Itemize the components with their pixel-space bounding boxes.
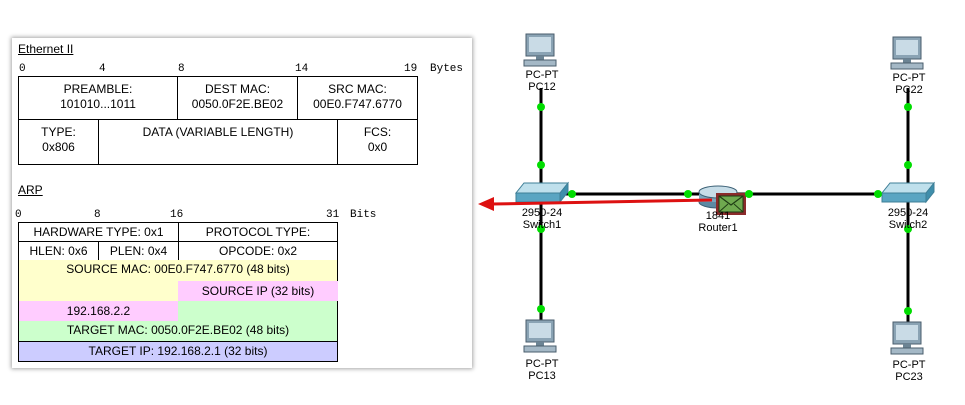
- pc13-label: PC-PT PC13: [517, 358, 567, 382]
- link-up-dot: [684, 190, 692, 198]
- data-field: DATA (VARIABLE LENGTH): [98, 119, 338, 165]
- link-up-dot: [568, 190, 576, 198]
- device-name: PC23: [895, 371, 923, 383]
- arp-tick-0: 0: [15, 209, 22, 221]
- link-up-dot: [904, 161, 912, 169]
- pc23-label: PC-PT PC23: [884, 359, 934, 383]
- ethernet-tick-8: 8: [178, 63, 185, 75]
- device-type: 1841: [705, 210, 731, 222]
- source-mac-field-continued: [18, 281, 178, 301]
- ethernet-tick-14: 14: [295, 63, 309, 75]
- device-type: PC-PT: [525, 358, 559, 370]
- pc-icon[interactable]: [890, 321, 924, 355]
- pc22-label: PC-PT PC22: [884, 72, 934, 96]
- device-type: PC-PT: [525, 69, 559, 81]
- plen-field: PLEN: 0x4: [98, 241, 179, 261]
- ethernet-unit: Bytes: [430, 63, 464, 75]
- switch-icon[interactable]: [880, 181, 936, 204]
- link-up-dot: [904, 225, 912, 233]
- pdu-details-panel: Ethernet II 0 4 8 14 19 Bytes PREAMBLE: …: [12, 38, 472, 368]
- device-name: PC13: [528, 370, 556, 382]
- source-ip-value: 192.168.2.2: [18, 301, 178, 321]
- device-type: PC-PT: [892, 72, 926, 84]
- device-name: Switch2: [888, 219, 928, 231]
- pc12-label: PC-PT PC12: [517, 69, 567, 93]
- hardware-type-field: HARDWARE TYPE: 0x1: [18, 222, 179, 242]
- switch-icon[interactable]: [514, 181, 570, 204]
- pdu-envelope-icon[interactable]: [716, 193, 746, 215]
- arp-tick-31: 31: [326, 209, 340, 221]
- device-type: PC-PT: [892, 359, 926, 371]
- link-up-dot: [537, 305, 545, 313]
- link-up-dot: [745, 190, 753, 198]
- arp-tick-16: 16: [170, 209, 184, 221]
- type-field: TYPE: 0x806: [18, 119, 99, 165]
- link-up-dot: [537, 161, 545, 169]
- source-ip-field: SOURCE IP (32 bits): [178, 281, 338, 301]
- source-mac-field: SOURCE MAC: 00E0.F747.6770 (48 bits): [18, 260, 338, 281]
- router1-label: 1841 Router1: [692, 210, 744, 234]
- fcs-field: FCS: 0x0: [337, 119, 418, 165]
- switch1-label: 2950-24 Switch1: [512, 207, 572, 231]
- arp-title: ARP: [18, 183, 43, 197]
- arp-unit: Bits: [350, 209, 377, 221]
- ethernet-tick-19: 19: [404, 63, 418, 75]
- hlen-field: HLEN: 0x6: [18, 241, 99, 261]
- device-name: Switch1: [522, 219, 562, 231]
- opcode-field: OPCODE: 0x2: [178, 241, 338, 261]
- link-up-dot: [537, 225, 545, 233]
- link-up-dot: [904, 103, 912, 111]
- link-up-dot: [537, 103, 545, 111]
- src-mac-field: SRC MAC: 00E0.F747.6770: [297, 76, 418, 120]
- device-name: PC12: [528, 81, 556, 93]
- device-name: PC22: [895, 84, 923, 96]
- pc-icon[interactable]: [890, 36, 924, 70]
- target-mac-field: TARGET MAC: 0050.0F2E.BE02 (48 bits): [18, 321, 338, 342]
- device-type: 2950-24: [521, 207, 563, 219]
- link-up-dot: [904, 307, 912, 315]
- device-type: 2950-24: [887, 207, 929, 219]
- dest-mac-field: DEST MAC: 0050.0F2E.BE02: [177, 76, 298, 120]
- ethernet-tick-4: 4: [99, 63, 106, 75]
- ethernet-tick-0: 0: [19, 63, 26, 75]
- switch2-label: 2950-24 Switch2: [878, 207, 938, 231]
- link-up-dot: [874, 190, 882, 198]
- target-ip-field: TARGET IP: 192.168.2.1 (32 bits): [18, 341, 338, 362]
- arp-tick-8: 8: [94, 209, 101, 221]
- pc-icon[interactable]: [523, 33, 557, 67]
- pdu-arrow: [478, 197, 713, 211]
- device-name: Router1: [698, 222, 738, 234]
- target-mac-field-start: [178, 301, 338, 321]
- protocol-type-field: PROTOCOL TYPE:: [178, 222, 338, 242]
- ethernet-title: Ethernet II: [18, 42, 74, 56]
- pc-icon[interactable]: [523, 319, 557, 353]
- preamble-field: PREAMBLE: 101010...1011: [18, 76, 178, 120]
- link-status-dots: [537, 103, 912, 315]
